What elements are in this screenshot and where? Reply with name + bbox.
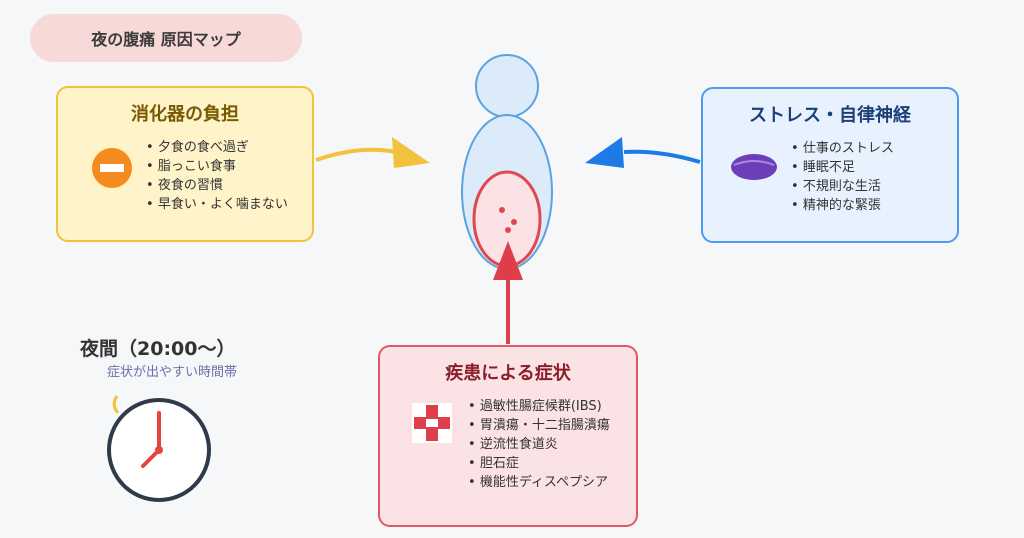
list-item: 不規則な生活 <box>791 177 894 196</box>
medical-cross-icon <box>412 403 452 443</box>
list-item: 仕事のストレス <box>791 139 894 158</box>
list-item: 過敏性腸症候群(IBS) <box>468 397 610 416</box>
list-item: 胆石症 <box>468 454 610 473</box>
cause-box-digestion: 消化器の負担 夕食の食べ過ぎ 脂っこい食事 夜食の習慣 早食い・よく噛まない <box>56 86 314 242</box>
pain-dot <box>505 227 511 233</box>
disease-list: 過敏性腸症候群(IBS) 胃潰瘍・十二指腸潰瘍 逆流性食道炎 胆石症 機能性ディ… <box>468 397 610 492</box>
list-item: 早食い・よく噛まない <box>146 195 288 214</box>
list-item: 精神的な緊張 <box>791 196 894 215</box>
list-item: 夕食の食べ過ぎ <box>146 138 288 157</box>
page-title: 夜の腹痛 原因マップ <box>30 14 302 62</box>
time-label: 夜間（20:00〜） <box>80 338 236 360</box>
arrow-digestion-head <box>392 137 430 168</box>
box-title-digestion: 消化器の負担 <box>131 104 239 125</box>
lip-icon <box>731 154 777 180</box>
box-title-disease: 疾患による症状 <box>445 363 571 384</box>
stress-list: 仕事のストレス 睡眠不足 不規則な生活 精神的な緊張 <box>791 139 894 215</box>
time-sublabel: 症状が出やすい時間帯 <box>107 365 238 380</box>
digestion-list: 夕食の食べ過ぎ 脂っこい食事 夜食の習慣 早食い・よく噛まない <box>146 138 288 214</box>
arrow-stress-head <box>585 137 624 168</box>
pain-dot <box>499 207 505 213</box>
clock-icon <box>107 395 211 502</box>
list-item: 胃潰瘍・十二指腸潰瘍 <box>468 416 610 435</box>
list-item: 睡眠不足 <box>791 158 894 177</box>
list-item: 機能性ディスペプシア <box>468 473 610 492</box>
moon-mark <box>112 395 120 414</box>
list-item: 逆流性食道炎 <box>468 435 610 454</box>
list-item: 夜食の習慣 <box>146 176 288 195</box>
list-item: 脂っこい食事 <box>146 157 288 176</box>
arrow-digestion <box>315 147 397 162</box>
page-title-text: 夜の腹痛 原因マップ <box>91 30 241 49</box>
cause-box-disease: 疾患による症状 過敏性腸症候群(IBS) 胃潰瘍・十二指腸潰瘍 逆流性食道炎 胆… <box>378 345 638 527</box>
arrow-disease-head <box>493 241 523 280</box>
cause-box-stress: ストレス・自律神経 仕事のストレス 睡眠不足 不規則な生活 精神的な緊張 <box>701 87 959 243</box>
no-entry-icon <box>92 148 132 188</box>
pain-dot <box>511 219 517 225</box>
arrow-stress <box>623 149 701 164</box>
figure-head <box>475 54 539 118</box>
box-title-stress: ストレス・自律神経 <box>749 105 911 126</box>
